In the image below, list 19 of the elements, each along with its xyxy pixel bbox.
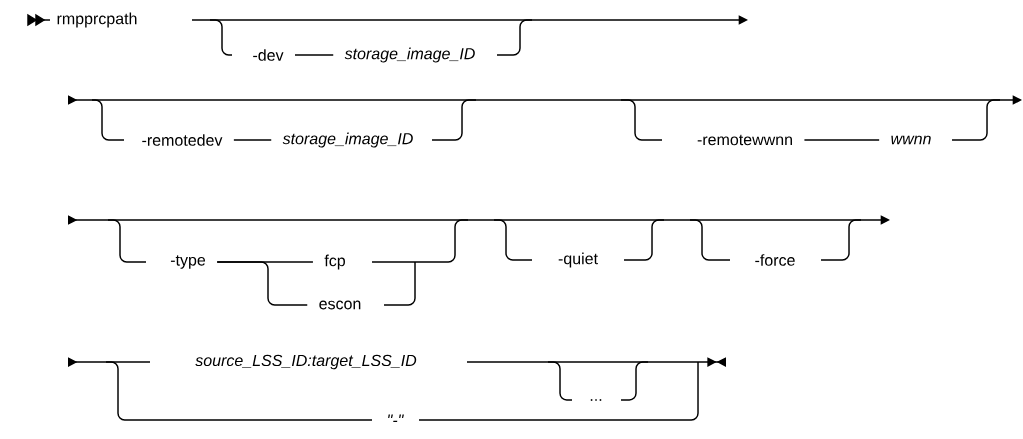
- syntax-keyword: -quiet: [558, 252, 598, 268]
- connector-line: [803, 139, 880, 141]
- syntax-variable: wwnn: [891, 135, 931, 145]
- syntax-variable: source_LSS_ID:target_LSS_ID: [195, 354, 417, 370]
- syntax-keyword: escon: [319, 300, 361, 310]
- syntax-variable: "-": [388, 414, 404, 422]
- syntax-keyword: rmpprcpath: [57, 12, 137, 28]
- syntax-keyword: ...: [590, 399, 602, 401]
- syntax-keyword: -dev: [253, 49, 284, 61]
- syntax-keyword: -remotewwnn: [697, 134, 792, 146]
- connector-line: [216, 261, 308, 306]
- connector-line: [233, 139, 272, 141]
- syntax-keyword: -type: [170, 255, 206, 269]
- syntax-variable: storage_image_ID: [344, 47, 475, 63]
- syntax-variable: storage_image_ID: [282, 132, 413, 148]
- syntax-keyword: fcp: [324, 254, 345, 270]
- connector-line: [294, 54, 334, 56]
- syntax-keyword: -force: [755, 254, 795, 266]
- syntax-keyword: -remotedev: [142, 134, 223, 146]
